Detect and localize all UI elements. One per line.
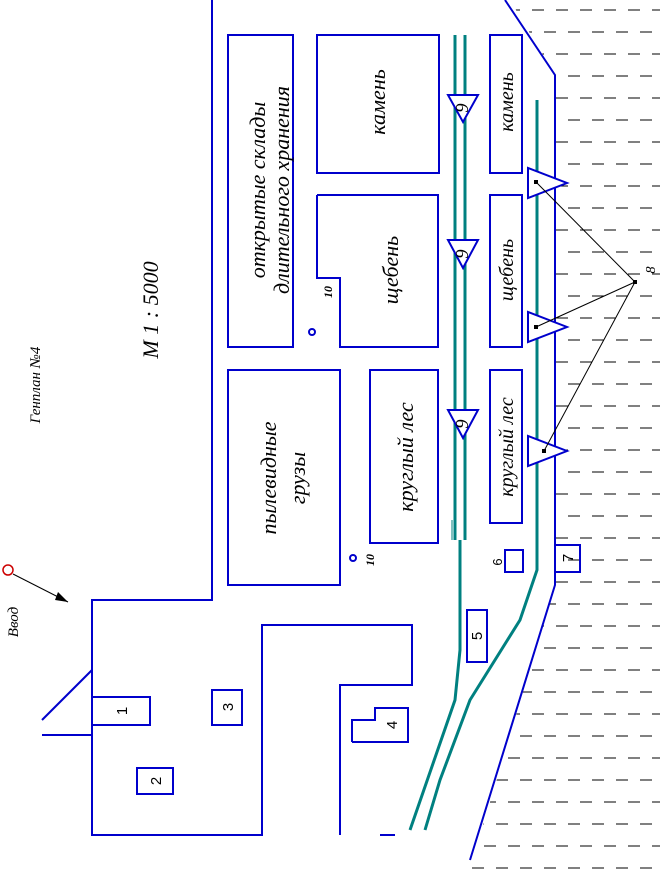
building-6 bbox=[504, 549, 524, 573]
title-label: Генплан №4 bbox=[28, 346, 44, 424]
crane-3 bbox=[446, 409, 480, 441]
round-wood-main-label: круглый лес bbox=[393, 402, 418, 512]
berth-crane-1 bbox=[527, 166, 570, 200]
warehouse-round-wood-main bbox=[369, 369, 439, 544]
building-5 bbox=[466, 609, 488, 663]
building-4 bbox=[351, 707, 409, 743]
building-7 bbox=[554, 544, 581, 573]
entry-gate-left bbox=[41, 669, 93, 721]
warehouse-stone-main bbox=[316, 34, 440, 174]
stone-main-label: камень bbox=[365, 69, 390, 134]
hydrant-label-1: 10 bbox=[321, 286, 335, 298]
warehouse-open-storage bbox=[227, 34, 294, 348]
open-storage-line2: длительного хранения bbox=[269, 86, 294, 294]
crane-2 bbox=[446, 239, 480, 271]
warehouse-stone-berth bbox=[489, 34, 523, 174]
building-6-label: 6 bbox=[490, 558, 505, 565]
hydrant-2 bbox=[349, 554, 357, 562]
warehouses bbox=[227, 34, 523, 586]
hydrant-markers bbox=[308, 328, 357, 562]
berth-crane-2 bbox=[527, 310, 570, 344]
crane-label-2: 9 bbox=[452, 250, 472, 259]
building-7-label: 7 bbox=[560, 554, 577, 562]
building-3-label: 3 bbox=[220, 703, 237, 711]
warehouse-dusty-cargo bbox=[227, 369, 341, 586]
leader-dots bbox=[534, 180, 637, 453]
entry-marker-icon bbox=[2, 564, 14, 576]
round-wood-berth-label: круглый лес bbox=[496, 397, 518, 497]
rubble-main-label: щебень bbox=[378, 236, 403, 304]
crane-label-3: 9 bbox=[452, 420, 472, 429]
building-3 bbox=[211, 689, 243, 726]
building-2 bbox=[136, 767, 174, 795]
dusty-cargo-line1: пылевидные bbox=[256, 421, 281, 534]
berth-cranes bbox=[527, 166, 570, 468]
open-storage-line1: открытые склады bbox=[245, 102, 270, 279]
warehouse-rubble-berth bbox=[489, 194, 523, 348]
building-5-label: 5 bbox=[469, 632, 486, 640]
crane-label-1: 9 bbox=[452, 104, 472, 113]
territory-boundary bbox=[91, 0, 413, 836]
portal-label-8: 8 bbox=[644, 267, 659, 274]
entry-arrowhead-icon bbox=[55, 592, 68, 602]
building-2-label: 2 bbox=[148, 777, 165, 785]
cranes-on-rail bbox=[446, 94, 480, 441]
dusty-cargo-line2: грузы bbox=[285, 452, 310, 504]
hydrant-1 bbox=[308, 328, 316, 336]
crane-1 bbox=[446, 94, 480, 125]
warehouse-round-wood-berth bbox=[489, 369, 523, 524]
hydrant-label-2: 10 bbox=[363, 554, 377, 566]
rubble-berth-label: щебень bbox=[496, 239, 518, 301]
warehouse-rubble-main bbox=[316, 194, 439, 348]
building-4-label: 4 bbox=[384, 721, 401, 729]
leader-lines-8 bbox=[535, 181, 636, 452]
numbered-buildings bbox=[91, 544, 581, 795]
scale-label: М 1 : 5000 bbox=[138, 261, 163, 359]
building-1-label: 1 bbox=[114, 707, 131, 715]
berth-crane-3 bbox=[527, 434, 570, 468]
entry-label: Ввод bbox=[6, 606, 22, 637]
building-1 bbox=[91, 696, 151, 726]
stone-berth-label: камень bbox=[496, 72, 518, 132]
